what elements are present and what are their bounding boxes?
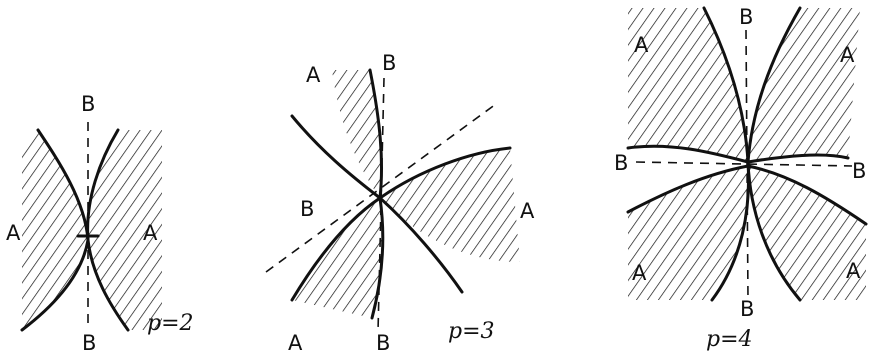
figure-p3: A B B A A B p=3 bbox=[265, 51, 535, 355]
p3-bottom-left-shaded-region bbox=[292, 198, 383, 318]
p3-caption: p=3 bbox=[448, 319, 495, 344]
p4-label-top: B bbox=[739, 5, 753, 29]
p4-label-bottom: B bbox=[740, 297, 754, 321]
p4-top-left-shaded-region bbox=[628, 8, 748, 162]
p2-caption: p=2 bbox=[147, 311, 194, 336]
p4-caption: p=4 bbox=[706, 327, 753, 352]
p4-label-left: B bbox=[614, 151, 628, 175]
p4-bottom-left-shaded-region bbox=[628, 166, 749, 300]
p4-label-top-right: A bbox=[840, 43, 855, 67]
p4-label-top-left: A bbox=[634, 33, 649, 57]
p3-label-bottom-left: A bbox=[288, 331, 303, 355]
p4-label-bottom-left: A bbox=[632, 261, 647, 285]
p3-top-left-shaded-region bbox=[332, 70, 382, 198]
p2-right-shaded-region bbox=[87, 130, 162, 330]
p4-label-right: B bbox=[852, 159, 866, 183]
p2-right-curve bbox=[86, 128, 130, 332]
p3-curve-right bbox=[290, 146, 512, 302]
p4-curve-upper-horizontal bbox=[626, 144, 850, 164]
p3-label-top: B bbox=[382, 51, 396, 75]
p3-right-shaded-region bbox=[380, 148, 520, 262]
p2-label-bottom: B bbox=[82, 331, 96, 355]
p4-curve-lower-horizontal bbox=[626, 164, 868, 226]
p3-label-left: B bbox=[300, 197, 314, 221]
p3-label-bottom: B bbox=[376, 331, 390, 355]
p4-top-right-shaded-region bbox=[748, 8, 860, 162]
figure-p4: B A A B B A A B p=4 bbox=[614, 5, 868, 352]
p2-label-left: A bbox=[6, 221, 21, 245]
p3-label-top-left: A bbox=[306, 63, 321, 87]
p3-label-right: A bbox=[520, 199, 535, 223]
p2-label-top: B bbox=[81, 92, 95, 116]
p4-label-bottom-right: A bbox=[846, 259, 861, 283]
p2-label-right: A bbox=[143, 221, 158, 245]
p4-dashed-axis-horizontal bbox=[635, 161, 853, 167]
figure-p2: B B A A p=2 bbox=[6, 92, 194, 355]
p2-left-shaded-region bbox=[22, 130, 88, 330]
